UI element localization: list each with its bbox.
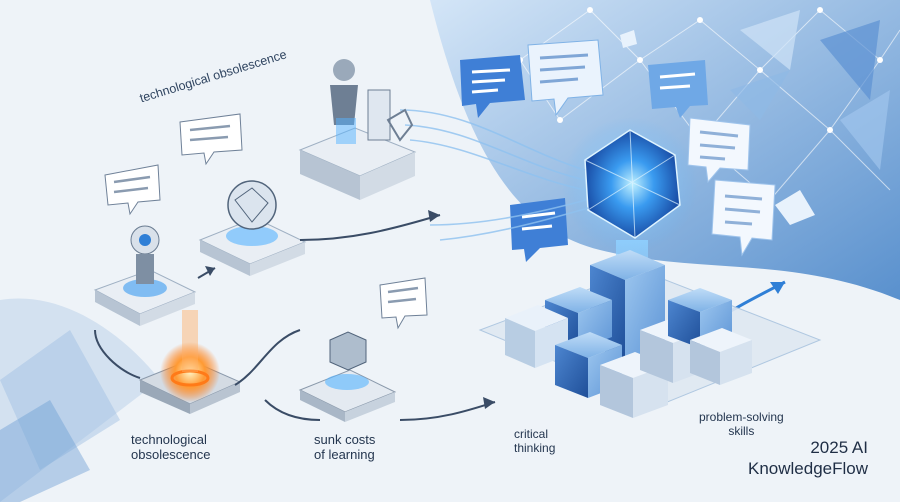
burning-platform	[138, 310, 242, 414]
brand-line-2: KnowledgeFlow	[747, 459, 868, 479]
robot-platform	[93, 225, 197, 326]
label-problem-solving: problem-solving skills	[699, 410, 784, 438]
growth-arrow-head	[770, 282, 785, 294]
label-technological-obsolescence: technological obsolescence	[131, 432, 211, 462]
cube	[600, 352, 668, 418]
label-critical-thinking: critical thinking	[514, 427, 556, 455]
background-polygon	[0, 400, 90, 502]
robot-stack-platform	[298, 59, 417, 200]
cube	[505, 305, 568, 368]
cube	[668, 288, 732, 348]
crystal-shapes	[620, 10, 890, 225]
background-polygon	[0, 330, 120, 470]
brand-title: 2025 AI KnowledgeFlow	[748, 437, 868, 480]
chat-bubble-icon	[711, 179, 776, 257]
chat-bubble-icon	[179, 113, 243, 166]
cube-platform	[298, 331, 397, 422]
brand-line-1: 2025 AI	[810, 438, 868, 457]
cube	[690, 328, 752, 385]
data-streams	[399, 109, 589, 241]
chat-bubble-icon	[648, 60, 708, 118]
knowledge-cubes	[505, 250, 752, 418]
brain-platform	[198, 180, 307, 276]
arrow-heads	[205, 210, 495, 409]
chat-bubble-icon	[527, 39, 604, 117]
label-sunk-costs: sunk costs of learning	[314, 432, 376, 462]
background-corner	[0, 298, 160, 502]
chat-bubble-icon	[460, 55, 525, 118]
chat-bubble-icon	[379, 277, 428, 330]
chat-bubble-icon	[104, 164, 161, 216]
chat-bubble-icon	[687, 117, 751, 184]
